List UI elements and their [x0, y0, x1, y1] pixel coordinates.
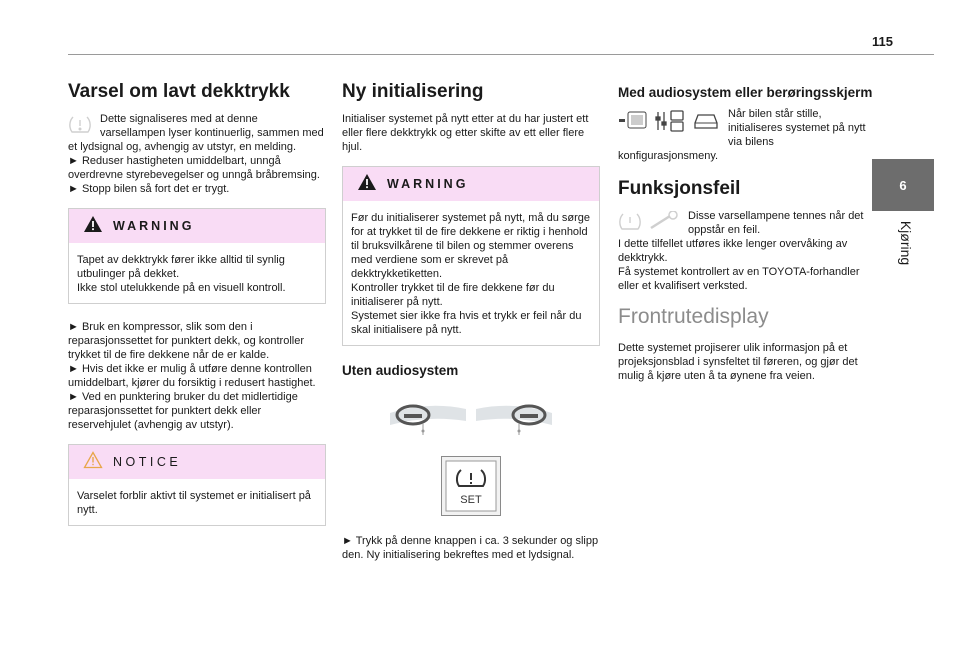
low-pressure-intro-text: Dette signaliseres med at denne varsella… — [68, 113, 324, 153]
fault-warning-icons — [618, 210, 680, 237]
reinit-warning-header: WARNING — [343, 167, 599, 201]
reinit-warning-label: WARNING — [387, 177, 469, 191]
low-pressure-intro: Dette signaliseres med at denne varsella… — [68, 112, 326, 196]
reinit-warning-box: WARNING Før du initialiserer systemet på… — [342, 166, 600, 346]
chapter-title: Kjøring — [898, 220, 915, 266]
column-reinitialize: Ny initialisering Initialiser systemet p… — [342, 80, 600, 574]
settings-sliders-icon — [654, 109, 686, 137]
section-title-low-pressure: Varsel om lavt dekktrykk — [68, 81, 290, 102]
notice-text: Varselet forblir aktivt til systemet er … — [77, 490, 311, 516]
warning-triangle-icon — [83, 215, 103, 238]
warning-label: WARNING — [113, 219, 195, 233]
notice-box: NOTICE Varselet forblir aktivt til syste… — [68, 444, 326, 526]
reinitialize-intro: Initialiser systemet på nytt etter at du… — [342, 113, 589, 153]
fault-line-2: I dette tilfellet utføres ikke lenger ov… — [618, 238, 848, 264]
bullet-puncture-kit: Ved en punktering bruker du det midlerti… — [68, 391, 298, 431]
fault-line-1: Disse varsellampene tennes når det oppst… — [688, 210, 864, 236]
reinit-warning-body: Før du initialiserer systemet på nytt, m… — [343, 201, 599, 345]
reinit-warning-line-2: Kontroller trykket til de fire dekkene f… — [351, 282, 555, 308]
page-number: 115 — [872, 34, 893, 49]
steering-wheel-icon — [388, 401, 468, 442]
warning-line-2: Ikke stol utelukkende på en visuell kont… — [77, 282, 286, 294]
set-label: SET — [460, 494, 482, 506]
bullet-compressor: Bruk en kompressor, slik som den i repar… — [68, 321, 304, 361]
set-step-text: Trykk på denne knappen i ca. 3 sekunder … — [342, 535, 598, 561]
chapter-tab[interactable]: 6 — [872, 159, 934, 211]
notice-body: Varselet forblir aktivt til systemet er … — [69, 479, 325, 525]
warning-line-1: Tapet av dekktrykk fører ikke alltid til… — [77, 254, 285, 280]
notice-label: NOTICE — [113, 455, 182, 469]
chapter-label: Kjøring — [886, 208, 926, 278]
section-title-reinitialize: Ny initialisering — [342, 81, 484, 102]
steering-wheel-icon — [474, 401, 554, 442]
header-rule — [68, 54, 934, 55]
radio-unit-icon — [618, 109, 648, 137]
warning-triangle-icon — [357, 173, 377, 196]
section-title-faults: Funksjonsfeil — [618, 178, 741, 199]
notice-triangle-icon — [83, 450, 103, 474]
column-audio-faults-hud: Med audiosystem eller berøringsskjerm Nå… — [618, 80, 874, 395]
low-pressure-steps: Bruk en kompressor, slik som den i repar… — [68, 320, 326, 432]
bullet-reduce-speed: Reduser hastigheten umiddelbart, unngå o… — [68, 155, 320, 181]
car-icon — [692, 109, 720, 137]
tire-pressure-warning-icon — [618, 211, 642, 237]
faults-paragraph: Disse varsellampene tennes når det oppst… — [618, 209, 874, 293]
warning-header: WARNING — [69, 209, 325, 243]
reinit-warning-line-1: Før du initialiserer systemet på nytt, m… — [351, 212, 591, 280]
audio-reinit-paragraph: Når bilen står stille, initialiseres sys… — [618, 107, 874, 163]
set-step: Trykk på denne knappen i ca. 3 sekunder … — [342, 534, 600, 562]
hud-paragraph: Dette systemet projiserer ulik informasj… — [618, 342, 858, 382]
bullet-drive-carefully: Hvis det ikke er mulig å utføre denne ko… — [68, 363, 316, 389]
tire-pressure-warning-icon — [68, 114, 92, 140]
steering-wheel-illustration — [342, 401, 600, 442]
section-title-hud: Frontrutedisplay — [618, 305, 769, 328]
warning-box: WARNING Tapet av dekktrykk fører ikke al… — [68, 208, 326, 304]
audio-icons — [618, 109, 720, 137]
notice-header: NOTICE — [69, 445, 325, 479]
subtitle-audio-touchscreen: Med audiosystem eller berøringsskjerm — [618, 85, 873, 100]
reinit-warning-line-3: Systemet sier ikke fra hvis et trykk er … — [351, 310, 582, 336]
column-low-pressure: Varsel om lavt dekktrykk Dette signalise… — [68, 80, 326, 542]
wrench-icon — [648, 210, 680, 237]
set-button-icon: SET — [342, 456, 600, 516]
fault-line-3: Få systemet kontrollert av en TOYOTA-for… — [618, 266, 860, 292]
audio-reinit-text: Når bilen står stille, initialiseres sys… — [618, 108, 866, 162]
bullet-stop-car: Stopp bilen så fort det er trygt. — [68, 183, 229, 195]
subtitle-no-audio: Uten audiosystem — [342, 363, 459, 378]
warning-body: Tapet av dekktrykk fører ikke alltid til… — [69, 243, 325, 303]
